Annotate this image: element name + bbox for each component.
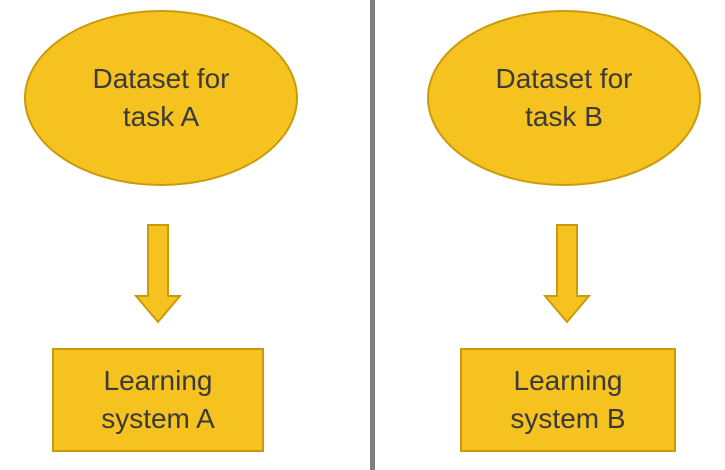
panel-task-a: Dataset for task A Learning system A [0, 0, 362, 470]
dataset-ellipse-b: Dataset for task B [427, 10, 701, 186]
panel-divider [370, 0, 375, 470]
system-label-a-line1: Learning [103, 365, 213, 396]
system-label-a: Learning system A [101, 362, 215, 438]
down-arrow-icon [543, 224, 591, 324]
learning-system-box-a: Learning system A [52, 348, 264, 452]
learning-system-box-b: Learning system B [460, 348, 676, 452]
dataset-label-b: Dataset for task B [496, 60, 633, 136]
dataset-label-b-line2: task B [525, 101, 603, 132]
system-label-b-line1: Learning [513, 365, 623, 396]
dataset-label-a-line1: Dataset for [92, 63, 230, 94]
dataset-label-a-line2: task A [122, 101, 200, 132]
dataset-label-a: Dataset for task A [93, 60, 230, 136]
panel-task-b: Dataset for task B Learning system B [363, 0, 725, 470]
system-label-b-line2: system B [510, 403, 626, 434]
system-label-b: Learning system B [510, 362, 625, 438]
dataset-ellipse-a: Dataset for task A [24, 10, 298, 186]
dataset-label-b-line1: Dataset for [495, 63, 633, 94]
system-label-a-line2: system A [101, 403, 215, 434]
down-arrow-icon [134, 224, 182, 324]
